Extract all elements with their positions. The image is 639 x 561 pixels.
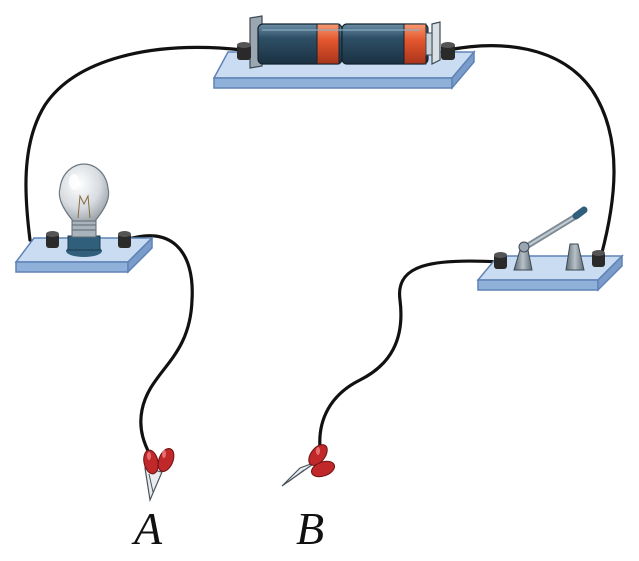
battery-terminal-right <box>441 42 455 60</box>
bulb-terminal-left <box>46 231 59 248</box>
switch-board <box>476 254 624 292</box>
light-bulb-icon <box>58 163 110 257</box>
wire-battery-to-switch <box>446 44 616 262</box>
switch-terminal-right <box>592 250 605 267</box>
alligator-clip-b-icon <box>281 444 336 487</box>
alligator-clip-a-icon <box>143 448 175 503</box>
knife-switch-icon <box>513 206 588 271</box>
battery-icon <box>249 15 441 69</box>
wire-switch-to-clip-b <box>318 259 502 450</box>
bulb-assembly <box>14 163 154 274</box>
switch-assembly <box>476 206 624 292</box>
clip-b-label: B <box>296 503 325 554</box>
switch-terminal-left <box>494 252 507 269</box>
bulb-terminal-right <box>118 231 131 248</box>
clip-a-label: A <box>134 503 163 554</box>
wires <box>24 44 616 457</box>
wire-battery-to-bulb <box>24 45 245 242</box>
wire-bulb-to-clip-a <box>124 234 194 457</box>
battery-assembly <box>212 15 476 91</box>
battery-terminal-left <box>237 42 251 60</box>
